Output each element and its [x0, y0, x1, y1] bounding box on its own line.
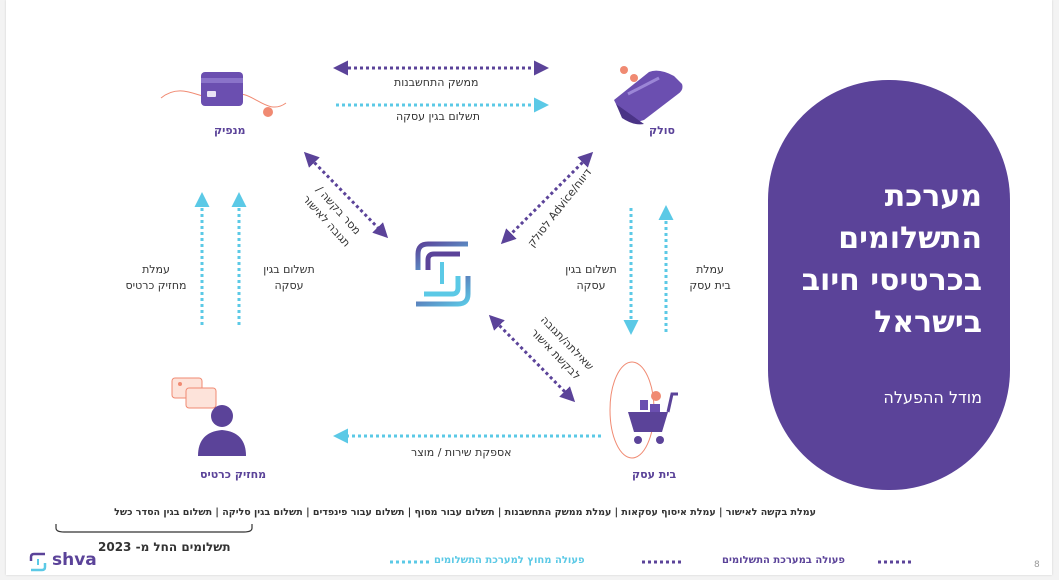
shva-brand-icon: [29, 552, 47, 572]
brand-name: shva: [52, 550, 97, 570]
arrow-diag-acquirer: [500, 151, 594, 245]
page-number: 8: [1034, 560, 1040, 570]
panel-subtitle: מודל ההפעלה: [883, 388, 982, 407]
flow-arrows: [194, 60, 674, 444]
legend-internal-line: [642, 560, 682, 564]
card-terminal-icon: [614, 66, 683, 125]
fees-list-2023: תשלום בגין סליקה | תשלום בגין הסדר כשל: [114, 507, 303, 518]
legend-external: פעולה מחוץ למערכת התשלומים: [434, 555, 585, 566]
cardholder-person-icon: [171, 377, 246, 456]
arrow-diag-issuer: [303, 151, 389, 239]
panel-title: מערכת התשלומים בכרטיסי חיוב בישראל: [801, 179, 982, 340]
node-acquirer-label: סולק: [649, 124, 676, 137]
node-merchant-label: בית עסק: [632, 468, 677, 481]
fees-list: עמלת בקשה לאישור | עמלת איסוף עסקאות | ע…: [46, 507, 816, 518]
legend-external-line: [390, 560, 430, 564]
title-panel: מערכת התשלומים בכרטיסי חיוב בישראל מודל …: [768, 80, 1010, 490]
node-issuer-label: מנפיק: [214, 124, 246, 137]
shopping-cart-icon: [609, 361, 678, 459]
label-bottom-service: אספקת שירות / מוצר: [411, 446, 512, 459]
node-cardholder-label: מחזיק כרטיס: [200, 468, 267, 481]
fees-2023-bracket: [55, 524, 253, 533]
fees-2023-caption: תשלומים החל מ- 2023: [98, 540, 231, 554]
arrow-diag-merchant: [488, 314, 576, 403]
credit-card-icon: [160, 72, 287, 117]
fees-list-top: עמלת בקשה לאישור | עמלת איסוף עסקאות | ע…: [306, 507, 816, 518]
label-top-interface: ממשק התחשבנות: [394, 76, 479, 89]
slide: מנפיק סולק מחזיק כרטיס: [6, 0, 1052, 575]
shva-logo-icon: [415, 241, 471, 307]
legend-internal: פעולה במערכת התשלומים: [722, 555, 845, 566]
legend-internal-line-2: [878, 560, 912, 564]
label-top-payment: תשלום בגין עסקה: [396, 110, 480, 123]
